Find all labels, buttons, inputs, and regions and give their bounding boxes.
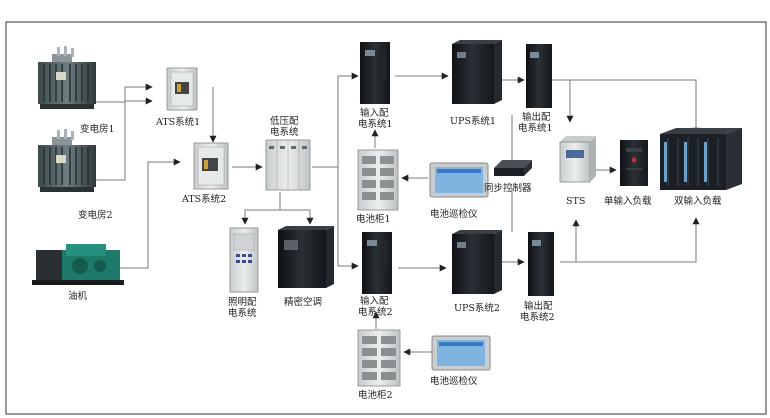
ats1-cabinet-icon: [166, 67, 198, 111]
lighting-distribution-cabinet-icon: [229, 227, 259, 293]
precision-ac-icon: [278, 226, 334, 288]
single-input-load-icon: [620, 140, 648, 186]
output-distribution1-cabinet-icon: [526, 44, 552, 108]
label-battery-cabinet1: 电池柜1: [356, 214, 391, 225]
sync-controller-icon: [494, 160, 532, 176]
label-battery-monitor2: 电池巡检仪: [430, 376, 478, 387]
frame-border: [5, 21, 767, 415]
label-lv-distribution-line1: 低压配: [270, 116, 299, 127]
transformer2-icon: [38, 129, 96, 192]
label-transformer2: 变电房2: [78, 210, 113, 221]
ats2-cabinet-icon: [193, 142, 229, 190]
lv-distribution-cabinet-icon: [265, 139, 311, 191]
label-ups1: UPS系统1: [450, 116, 496, 127]
label-ups2: UPS系统2: [454, 303, 500, 314]
label-lighting-line1: 照明配: [228, 297, 257, 308]
label-output-dist1-line2: 电系统1: [518, 123, 553, 134]
label-sync-controller: 同步控制器: [484, 183, 532, 194]
label-lighting-line2: 电系统: [228, 308, 257, 319]
label-precision-ac: 精密空调: [284, 297, 323, 308]
label-transformer1: 变电房1: [80, 124, 115, 135]
transformer1-icon: [38, 46, 96, 109]
label-battery-cabinet2: 电池柜2: [358, 390, 393, 401]
input-distribution1-cabinet-icon: [360, 42, 390, 104]
label-dual-input-load: 双输入负载: [674, 196, 722, 207]
ups1-icon: [452, 40, 502, 104]
battery-monitor2-icon: [431, 335, 491, 371]
label-lv-distribution-line2: 电系统: [270, 127, 299, 138]
label-input-dist1-line2: 电系统1: [358, 119, 393, 130]
label-ats2: ATS系统2: [182, 194, 227, 205]
dual-input-load-icon: [660, 128, 742, 190]
battery-cabinet1-icon: [357, 149, 399, 211]
label-output-dist2-line2: 电系统2: [520, 312, 555, 323]
label-input-dist2-line2: 电系统2: [358, 307, 393, 318]
label-generator: 油机: [68, 291, 88, 302]
label-input-dist2-line1: 输入配: [360, 296, 389, 307]
battery-monitor1-icon: [429, 162, 489, 198]
output-distribution2-cabinet-icon: [528, 232, 554, 296]
label-ats1: ATS系统1: [156, 117, 201, 128]
label-single-input-load: 单输入负载: [604, 196, 652, 207]
input-distribution2-cabinet-icon: [362, 232, 392, 294]
label-output-dist1-line1: 输出配: [522, 112, 551, 123]
generator-icon: [32, 244, 124, 285]
ups2-icon: [452, 230, 502, 294]
label-input-dist1-line1: 输入配: [360, 108, 389, 119]
label-sts: STS: [566, 196, 586, 207]
label-battery-monitor1: 电池巡检仪: [430, 209, 478, 220]
battery-cabinet2-icon: [357, 329, 401, 387]
label-output-dist2-line1: 输出配: [524, 301, 553, 312]
sts-icon: [559, 136, 596, 183]
